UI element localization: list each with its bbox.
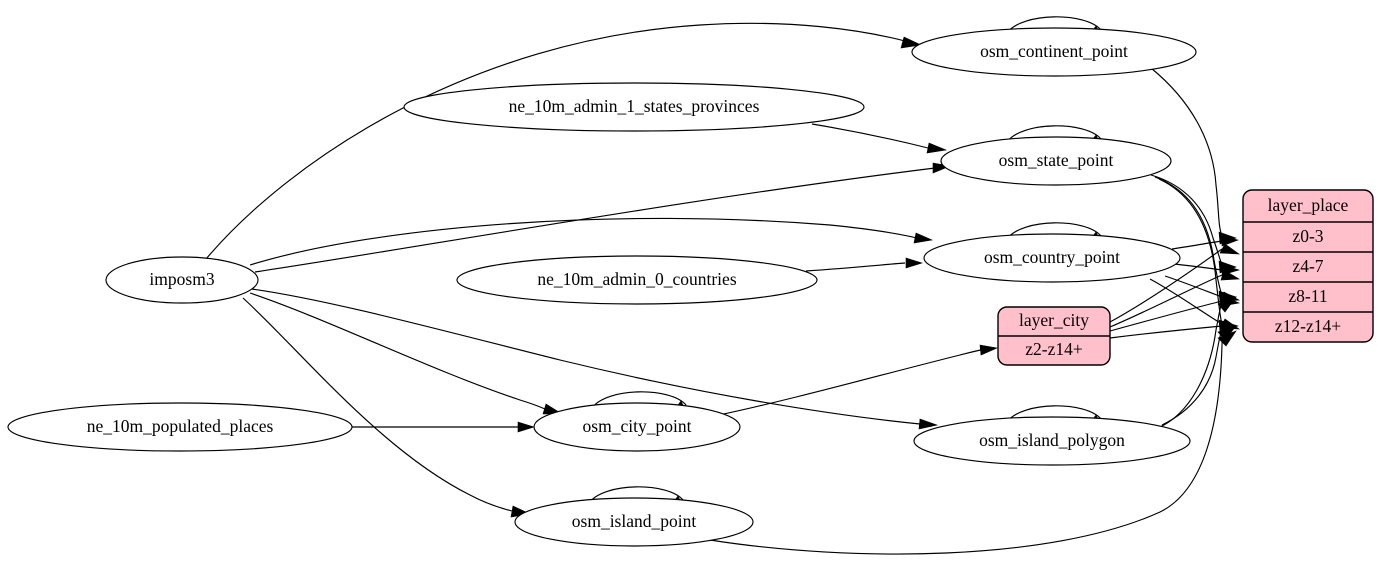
edge-osm_country_point-to-layer_place-z0_3 [1171,240,1223,250]
edge-osm_island_polygon-to-layer_place-z8_11 [1157,301,1223,429]
node-osm_city_point[interactable]: osm_city_point [533,402,741,452]
arrowhead-icon [1220,269,1240,281]
node-label-ne_10m_populated_places: ne_10m_populated_places [87,416,274,436]
node-shape-ellipse[interactable] [514,497,754,547]
node-shape-ellipse[interactable] [913,416,1191,466]
node-osm_island_polygon[interactable]: osm_island_polygon [913,416,1191,466]
node-label-osm_state_point: osm_state_point [999,150,1114,170]
selfloop-osm_country_point [1006,222,1102,240]
node-ne_10m_populated_places[interactable]: ne_10m_populated_places [7,402,353,452]
arrowhead-icon [979,344,999,356]
node-osm_island_point[interactable]: osm_island_point [514,497,754,547]
edge-imposm3-to-osm_island_polygon [251,288,921,425]
node-label-osm_island_point: osm_island_point [572,511,697,531]
records-layer: layer_city z2-z14+ layer_place z0-3 z4-7… [997,189,1374,366]
node-label-osm_continent_point: osm_continent_point [980,41,1128,61]
edge-layer_city-to-layer_place-z12_z14 [1109,325,1223,339]
edge-osm_state_point-to-layer_place-z4_7 [1150,174,1223,266]
record-node-layer_place[interactable]: layer_place z0-3 z4-7 z8-11 z12-z14+ [1242,189,1374,343]
edge-imposm3-to-osm_city_point [249,292,546,410]
node-shape-ellipse[interactable] [403,82,865,132]
selfloop-osm_state_point [1006,125,1102,143]
arrowhead-icon [1221,235,1240,247]
node-ne_10m_admin_1_states_provinces[interactable]: ne_10m_admin_1_states_provinces [403,82,865,132]
record-row-layer_city-header: layer_city [1019,310,1089,330]
selfloop-osm_island_point [588,486,684,504]
node-shape-ellipse[interactable] [533,402,741,452]
edge-osm_continent_point-to-layer_place-z0_3 [1150,67,1223,237]
edge-layer_city-to-layer_place-z8_11 [1109,300,1223,332]
node-shape-ellipse[interactable] [911,27,1197,77]
arrowhead-icon [1219,243,1241,255]
arrowhead-icon [926,142,948,154]
edge-layer_city-to-layer_place-z4_7 [1109,274,1223,328]
edge-imposm3-to-osm_island_point [242,297,513,512]
record-shape-layer_place[interactable] [1242,189,1374,343]
record-node-layer_city[interactable]: layer_city z2-z14+ [997,306,1111,366]
selfloop-osm_continent_point [1006,16,1102,34]
arrowhead-icon [1217,296,1237,313]
edge-imposm3-to-osm_state_point [254,167,936,273]
edge-ne_10m_admin_0_countries-to-osm_country_point [805,262,906,272]
edge-imposm3-to-osm_country_point [249,217,918,266]
arrowhead-icon [1217,330,1237,347]
edge-osm_island_point-to-layer_place-z12_z14 [709,335,1224,555]
node-osm_state_point[interactable]: osm_state_point [940,136,1172,186]
edge-osm_country_point-to-layer_place-z12_z14 [1149,278,1223,325]
node-label-ne_10m_admin_1_states_provinces: ne_10m_admin_1_states_provinces [509,96,760,116]
arrowhead-icon [900,36,923,49]
node-shape-ellipse[interactable] [105,256,259,304]
record-row-layer_place-z4-7[interactable]: z4-7 [1292,256,1323,276]
node-label-osm_city_point: osm_city_point [583,416,692,436]
edge-osm_state_point-to-layer_place-z8_11 [1154,176,1223,296]
arrowhead-icon [905,257,924,269]
edge-osm_city_point-to-layer_city [718,349,982,416]
node-osm_continent_point[interactable]: osm_continent_point [911,27,1197,77]
node-label-osm_country_point: osm_country_point [984,247,1120,267]
nodes-layer: imposm3 ne_10m_populated_places ne_10m_a… [7,27,1197,547]
edge-layer_city-to-layer_place-z0_3 [1109,248,1223,323]
arrowhead-icon [913,232,934,244]
node-shape-ellipse[interactable] [923,233,1181,283]
node-shape-ellipse[interactable] [940,136,1172,186]
edge-osm_island_polygon-to-layer_place-z12_z14 [1161,329,1223,426]
node-label-osm_island_polygon: osm_island_polygon [979,430,1125,450]
node-osm_country_point[interactable]: osm_country_point [923,233,1181,283]
node-label-imposm3: imposm3 [149,269,214,289]
selfloop-osm_island_polygon [1006,405,1102,423]
record-row-layer_place-z0-3[interactable]: z0-3 [1292,226,1323,246]
record-row-layer_place-header: layer_place [1268,195,1349,215]
edge-imposm3-to-osm_continent_point [205,22,906,260]
edge-ne_10m_admin_1_states_provinces-to-osm_state_point [811,123,929,149]
node-shape-ellipse[interactable] [456,255,818,305]
record-row-layer_city-z2-z14[interactable]: z2-z14+ [1025,339,1083,359]
selfloop-osm_city_point [591,391,687,409]
node-label-ne_10m_admin_0_countries: ne_10m_admin_0_countries [537,269,736,289]
record-row-layer_place-z12-z14[interactable]: z12-z14+ [1275,316,1341,336]
arrowhead-icon [517,421,536,433]
node-shape-ellipse[interactable] [7,402,353,452]
record-row-layer_place-z8-11[interactable]: z8-11 [1288,286,1327,306]
arrowhead-icon [918,418,939,430]
edge-osm_country_point-to-layer_place-z4_7 [1173,263,1223,271]
node-imposm3[interactable]: imposm3 [105,256,259,304]
node-ne_10m_admin_0_countries[interactable]: ne_10m_admin_0_countries [456,255,818,305]
